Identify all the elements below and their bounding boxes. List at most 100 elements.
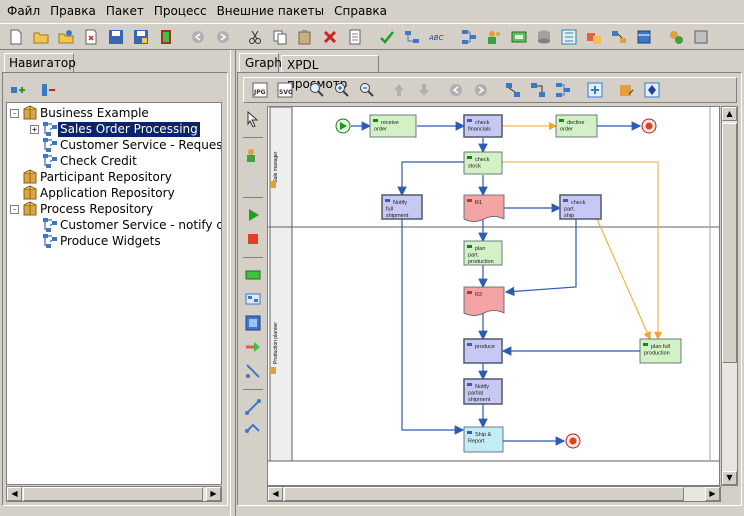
extra-button[interactable] [689,25,713,49]
export-jpg-button[interactable]: JPG [248,78,272,102]
tree-expander[interactable]: - [10,108,19,118]
save-as-button[interactable] [129,25,153,49]
package-tree[interactable]: -Business Example+Sales Order Processing… [6,102,222,485]
scroll-left-arrow[interactable]: ◀ [7,487,22,501]
tree-horizontal-scrollbar[interactable]: ◀ ▶ [6,486,222,502]
move-up-button[interactable] [387,78,411,102]
palette-self-transition-button[interactable] [242,420,264,442]
check-validity-button[interactable] [375,25,399,49]
tree-item[interactable]: Customer Service - Request [30,137,221,153]
palette-transition-button[interactable] [242,396,264,418]
tree-item[interactable]: -Business Example [10,105,151,121]
scroll-thumb[interactable] [722,123,737,363]
canvas-vertical-scrollbar[interactable]: ▲ ▼ [721,106,738,486]
exit-button[interactable] [154,25,178,49]
palette-subflow-activity-button[interactable] [242,288,264,310]
move-down-button[interactable] [412,78,436,102]
transitions-button[interactable] [607,25,631,49]
insert-participant-button[interactable] [615,78,639,102]
subflow-button[interactable] [501,78,525,102]
applications-button[interactable] [507,25,531,49]
forward-button[interactable] [469,78,493,102]
redo-button[interactable] [211,25,235,49]
types-button[interactable] [557,25,581,49]
palette-route-button[interactable] [242,336,264,358]
paste-button[interactable] [293,25,317,49]
canvas-horizontal-scrollbar[interactable]: ◀ ▶ [267,486,721,502]
tree-item[interactable]: Produce Widgets [30,233,163,249]
zoom-in-button[interactable] [330,78,354,102]
save-button[interactable] [104,25,128,49]
palette-tool-activity-button[interactable] [242,360,264,382]
tree-item[interactable]: +Sales Order Processing [30,121,200,137]
activity-node[interactable]: R1 [463,194,505,222]
palette-block-activity-button[interactable] [242,312,264,334]
palette-free-participant-button[interactable] [242,168,264,190]
menu-item-4[interactable]: Внешние пакеты [216,4,325,18]
palette-generic-activity-button[interactable] [242,264,264,286]
palette-participant-button[interactable] [242,144,264,166]
zoom-actual-button[interactable] [305,78,329,102]
scroll-thumb[interactable] [284,487,684,501]
add-package-button[interactable] [6,78,30,102]
tab-xpdl-view[interactable]: XPDL просмотр [281,55,379,91]
block-button[interactable] [526,78,550,102]
reopen-button[interactable] [54,25,78,49]
graph-canvas[interactable]: Sale manager Production planner [267,106,720,486]
export-svg-button[interactable]: SVG [273,78,297,102]
properties-button[interactable] [343,25,367,49]
scroll-thumb[interactable] [23,487,203,501]
tree-item[interactable]: -Process Repository [10,201,155,217]
zoom-out-button[interactable] [355,78,379,102]
participants-button[interactable] [482,25,506,49]
undo-button[interactable] [186,25,210,49]
splitter[interactable] [230,50,236,516]
workflow-button[interactable] [457,25,481,49]
data-fields-button[interactable] [532,25,556,49]
copy-button[interactable] [268,25,292,49]
activity-node[interactable]: R2 [463,286,505,316]
spell-check-button[interactable]: ABC [425,25,449,49]
menu-item-0[interactable]: Файл [7,4,41,18]
activity-sets-button[interactable] [582,25,606,49]
menu-item-3[interactable]: Процесс [153,4,207,18]
scroll-up-arrow[interactable]: ▲ [722,107,737,121]
palette-select-button[interactable] [242,108,264,130]
close-package-button[interactable] [79,25,103,49]
back-button[interactable] [444,78,468,102]
scroll-right-arrow[interactable]: ▶ [206,487,221,501]
tree-expander[interactable]: + [30,124,39,134]
tree-item[interactable]: Check Credit [30,153,139,169]
tab-graph[interactable]: Graph [239,53,282,73]
scroll-right-arrow[interactable]: ▶ [705,487,720,501]
tab-navigator[interactable]: Навигатор [4,53,76,73]
activity-node[interactable]: produce [463,338,503,364]
end-event[interactable] [565,433,581,449]
menu-item-2[interactable]: Пакет [105,4,144,18]
scroll-left-arrow[interactable]: ◀ [268,487,283,501]
activity-node[interactable]: Ship &Report [463,426,504,453]
palette-end-button[interactable] [242,228,264,250]
tree-item[interactable]: Participant Repository [10,169,174,185]
start-event[interactable] [335,118,351,134]
open-button[interactable] [29,25,53,49]
new-button[interactable] [4,25,28,49]
palette-start-button[interactable] [242,204,264,226]
tree-expander[interactable]: - [10,204,19,214]
remove-package-button[interactable] [36,78,60,102]
packages-button[interactable] [632,25,656,49]
external-packages-button[interactable] [664,25,688,49]
menu-item-5[interactable]: Справка [334,4,388,18]
end-event[interactable] [641,118,657,134]
delete-button[interactable] [318,25,342,49]
tree-item[interactable]: Application Repository [10,185,177,201]
participant-order-button[interactable] [640,78,664,102]
